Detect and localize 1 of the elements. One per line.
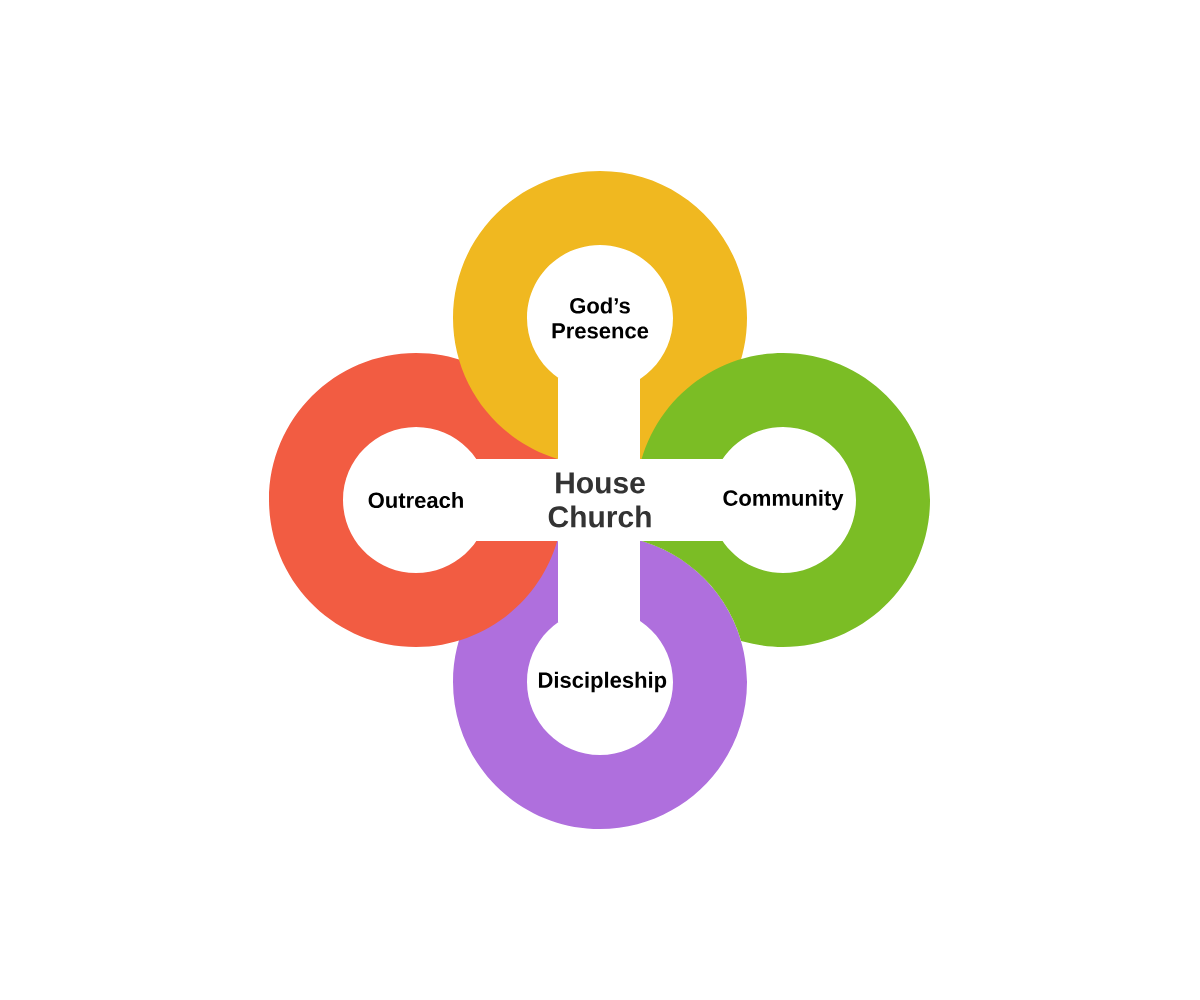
center-label: House Church bbox=[548, 472, 651, 528]
